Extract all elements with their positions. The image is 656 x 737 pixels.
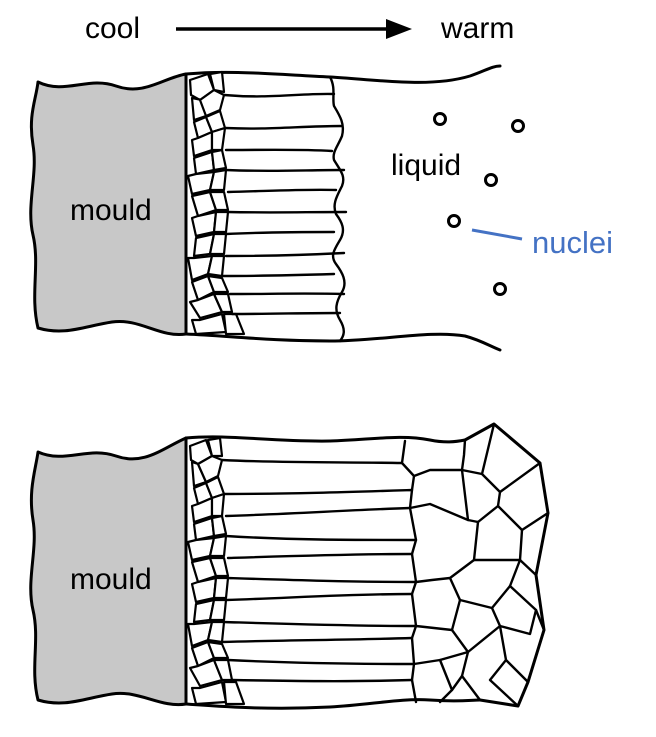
- ingot-bottom-edge: [184, 698, 482, 710]
- solid-top-edge: [184, 64, 502, 84]
- ingot-top-edge: [184, 435, 467, 444]
- temperature-gradient-header: cool warm: [85, 12, 514, 45]
- nuclei-label: nuclei: [532, 225, 613, 260]
- chill-zone-grains-bottom: [186, 436, 246, 706]
- mould-label-bottom: mould: [70, 563, 152, 596]
- columnar-grains-bottom: [220, 439, 418, 704]
- cool-label: cool: [85, 12, 140, 45]
- nucleus: [433, 112, 447, 126]
- bottom-panel: mould: [29, 422, 550, 710]
- nucleus: [511, 119, 525, 133]
- mould-block-top: [29, 72, 188, 337]
- equiaxed-zone-grains: [408, 422, 550, 708]
- mould-label-top: mould: [70, 194, 152, 227]
- chill-zone-grains-top: [186, 70, 246, 336]
- nucleus: [447, 214, 461, 228]
- gradient-arrow-head: [386, 19, 412, 39]
- nuclei-particles: [433, 112, 525, 296]
- mould-block-bottom: [29, 436, 188, 707]
- top-panel: mould: [29, 64, 613, 352]
- nucleus: [493, 282, 507, 296]
- nuclei-leader-line: [471, 228, 523, 241]
- nucleus: [484, 173, 498, 187]
- solid-bottom-edge: [184, 332, 502, 352]
- columnar-grains-top: [220, 75, 348, 343]
- columnar-growth-front-top: [328, 75, 346, 343]
- liquid-label: liquid: [391, 149, 461, 182]
- warm-label: warm: [440, 12, 514, 45]
- columnar-growth-front-bottom: [400, 439, 418, 704]
